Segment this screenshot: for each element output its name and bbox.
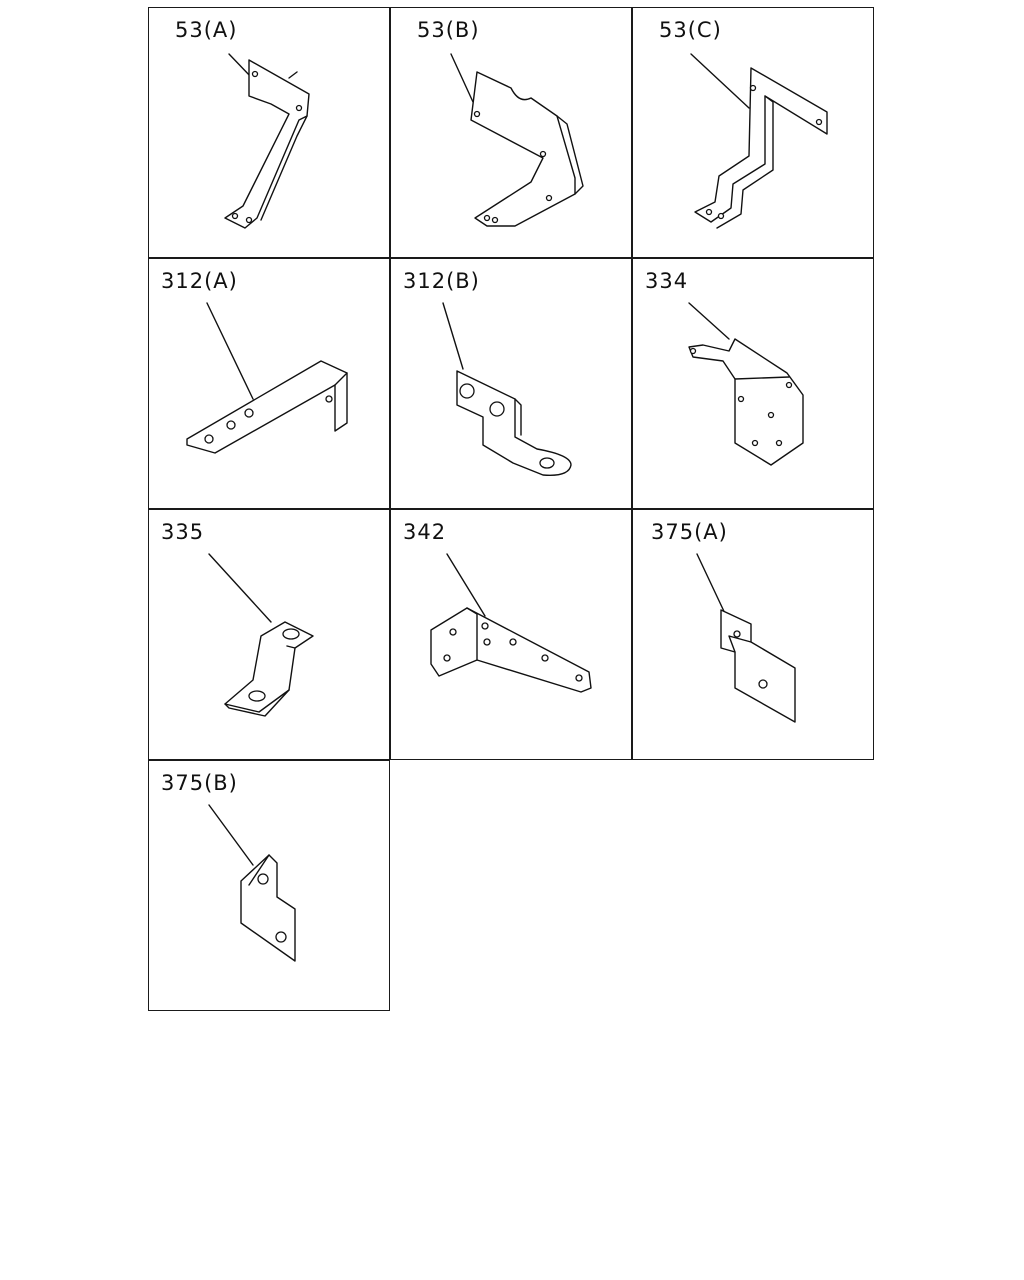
part-cell-53c: 53(C) bbox=[632, 7, 874, 258]
part-label: 375(B) bbox=[161, 771, 238, 795]
part-label: 53(A) bbox=[175, 18, 238, 42]
part-cell-53b: 53(B) bbox=[390, 7, 632, 258]
part-cell-335: 335 bbox=[148, 509, 390, 760]
bracket-312a-drawing bbox=[186, 302, 348, 454]
bracket-375a-drawing bbox=[696, 553, 796, 723]
part-label: 312(B) bbox=[403, 269, 480, 293]
bracket-334-drawing bbox=[688, 302, 804, 466]
part-label: 53(C) bbox=[659, 18, 722, 42]
bracket-342-drawing bbox=[430, 553, 592, 693]
bracket-53a-drawing bbox=[224, 53, 310, 229]
bracket-312b-drawing bbox=[442, 302, 572, 476]
part-cell-312a: 312(A) bbox=[148, 258, 390, 509]
part-cell-334: 334 bbox=[632, 258, 874, 509]
part-cell-312b: 312(B) bbox=[390, 258, 632, 509]
part-label: 334 bbox=[645, 269, 689, 293]
part-label: 53(B) bbox=[417, 18, 480, 42]
part-cell-53a: 53(A) bbox=[148, 7, 390, 258]
part-label: 312(A) bbox=[161, 269, 238, 293]
part-cell-342: 342 bbox=[390, 509, 632, 760]
part-label: 375(A) bbox=[651, 520, 728, 544]
bracket-335-drawing bbox=[208, 553, 314, 717]
bracket-53b-drawing bbox=[450, 53, 584, 227]
part-label: 342 bbox=[403, 520, 447, 544]
part-cell-375b: 375(B) bbox=[148, 760, 390, 1011]
part-label: 335 bbox=[161, 520, 205, 544]
part-cell-375a: 375(A) bbox=[632, 509, 874, 760]
bracket-375b-drawing bbox=[208, 804, 296, 962]
bracket-53c-drawing bbox=[690, 53, 828, 229]
